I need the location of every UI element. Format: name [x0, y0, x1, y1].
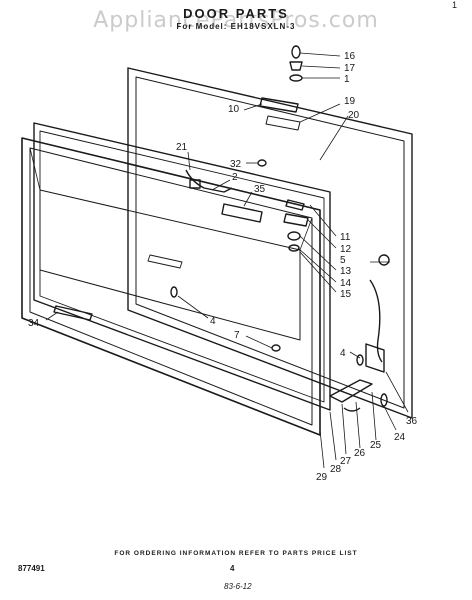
callout-27: 27 — [340, 456, 352, 467]
callout-2: 2 — [232, 172, 238, 183]
callout-14: 14 — [340, 278, 352, 289]
callout-1: 1 — [344, 74, 350, 85]
callout-19: 19 — [344, 96, 356, 107]
ordering-info-note: FOR ORDERING INFORMATION REFER TO PARTS … — [114, 550, 358, 557]
callout-16: 16 — [344, 51, 356, 62]
callout-4-lower: 4 — [340, 348, 346, 359]
revision-date: 83-6-12 — [224, 582, 252, 591]
watermark: AppliancePartsPros.com — [93, 8, 379, 33]
callout-25: 25 — [370, 440, 382, 451]
model-subtitle: For Model: EH18VSXLN-3 — [176, 22, 296, 31]
callout-21: 21 — [176, 142, 188, 153]
callout-13: 13 — [340, 266, 352, 277]
callout-32: 32 — [230, 159, 242, 170]
corner-mark: 1 — [452, 0, 458, 10]
callout-26: 26 — [354, 448, 366, 459]
callout-34: 34 — [28, 318, 40, 329]
hinge-stack — [289, 45, 303, 82]
handle-part-34 — [53, 305, 93, 321]
door-panel — [21, 137, 321, 436]
callout-7: 7 — [234, 330, 240, 341]
callout-11: 11 — [340, 232, 351, 243]
callout-5: 5 — [340, 255, 346, 266]
callout-24: 24 — [394, 432, 406, 443]
lower-hinge-parts — [283, 199, 309, 252]
breaker-strip — [33, 122, 331, 411]
callout-12: 12 — [340, 244, 352, 255]
callout-10: 10 — [228, 104, 240, 115]
document-code: 877491 — [18, 564, 45, 573]
callout-20: 20 — [348, 110, 360, 121]
door-liner-frame — [127, 67, 413, 419]
page-number: 4 — [230, 564, 235, 573]
callout-28: 28 — [330, 464, 342, 475]
callout-4: 4 — [210, 316, 216, 327]
callout-17: 17 — [344, 63, 356, 74]
diagram-title: DOOR PARTS — [183, 6, 289, 21]
callout-36: 36 — [406, 416, 418, 427]
callout-29: 29 — [316, 472, 328, 483]
callout-15: 15 — [340, 289, 352, 300]
callout-35: 35 — [254, 184, 266, 195]
